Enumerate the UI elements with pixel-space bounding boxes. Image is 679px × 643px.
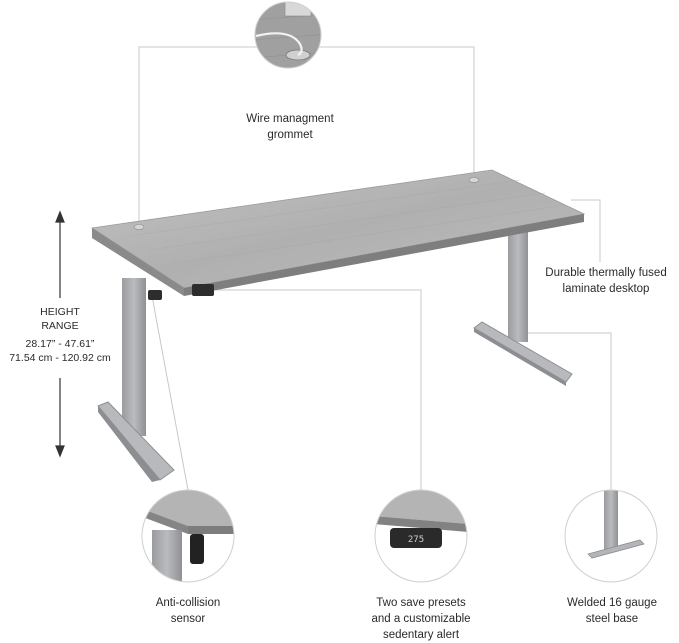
controller-under-desk <box>192 284 214 296</box>
grommet-inset <box>254 1 322 69</box>
right-leg <box>473 224 573 386</box>
grommet-label: Wire managment grommet <box>238 111 342 143</box>
steel-base-inset <box>564 489 658 583</box>
laminate-label: Durable thermally fused laminate desktop <box>536 265 676 297</box>
height-range-label: HEIGHT RANGE 28.17” - 47.61” 71.54 cm - … <box>0 305 120 365</box>
steel-base-leader-line <box>522 332 612 490</box>
presets-label-line3: sedentary alert <box>382 629 460 641</box>
grommet-hole-right <box>468 177 480 183</box>
height-range-title-2: RANGE <box>41 320 79 332</box>
presets-inset: 275 <box>374 489 468 583</box>
presets-label: Two save presets and a customizable sede… <box>356 595 486 643</box>
presets-leader-line <box>205 289 422 490</box>
height-range-inches: 28.17” - 47.61” <box>25 338 95 350</box>
anti-collision-sensor-small <box>148 290 162 300</box>
left-leg <box>97 278 175 482</box>
steel-base-label: Welded 16 gauge steel base <box>556 595 668 627</box>
steel-base-label-line2: steel base <box>585 613 639 625</box>
laminate-label-line1: Durable thermally fused <box>545 267 667 279</box>
steel-base-label-line1: Welded 16 gauge <box>567 597 657 609</box>
presets-label-line2: and a customizable <box>371 613 471 625</box>
height-range-cm: 71.54 cm - 120.92 cm <box>9 352 111 364</box>
desk <box>90 169 586 482</box>
grommet-label-line2: grommet <box>267 129 313 141</box>
anti-collision-leader-line <box>151 295 189 491</box>
presets-label-line1: Two save presets <box>376 597 466 609</box>
height-range-title-1: HEIGHT <box>40 306 80 318</box>
anti-collision-label: Anti-collision sensor <box>138 595 238 627</box>
grommet-hole-left <box>133 224 145 230</box>
anti-collision-inset <box>141 489 235 583</box>
laminate-label-line2: laminate desktop <box>562 283 650 295</box>
controller-display: 275 <box>408 535 424 545</box>
anti-collision-label-line1: Anti-collision <box>155 597 221 609</box>
desktop <box>90 169 586 300</box>
anti-collision-label-line2: sensor <box>170 613 206 625</box>
height-range-arrow <box>55 210 65 458</box>
grommet-label-line1: Wire managment <box>246 113 334 125</box>
laminate-leader-line <box>571 199 601 262</box>
